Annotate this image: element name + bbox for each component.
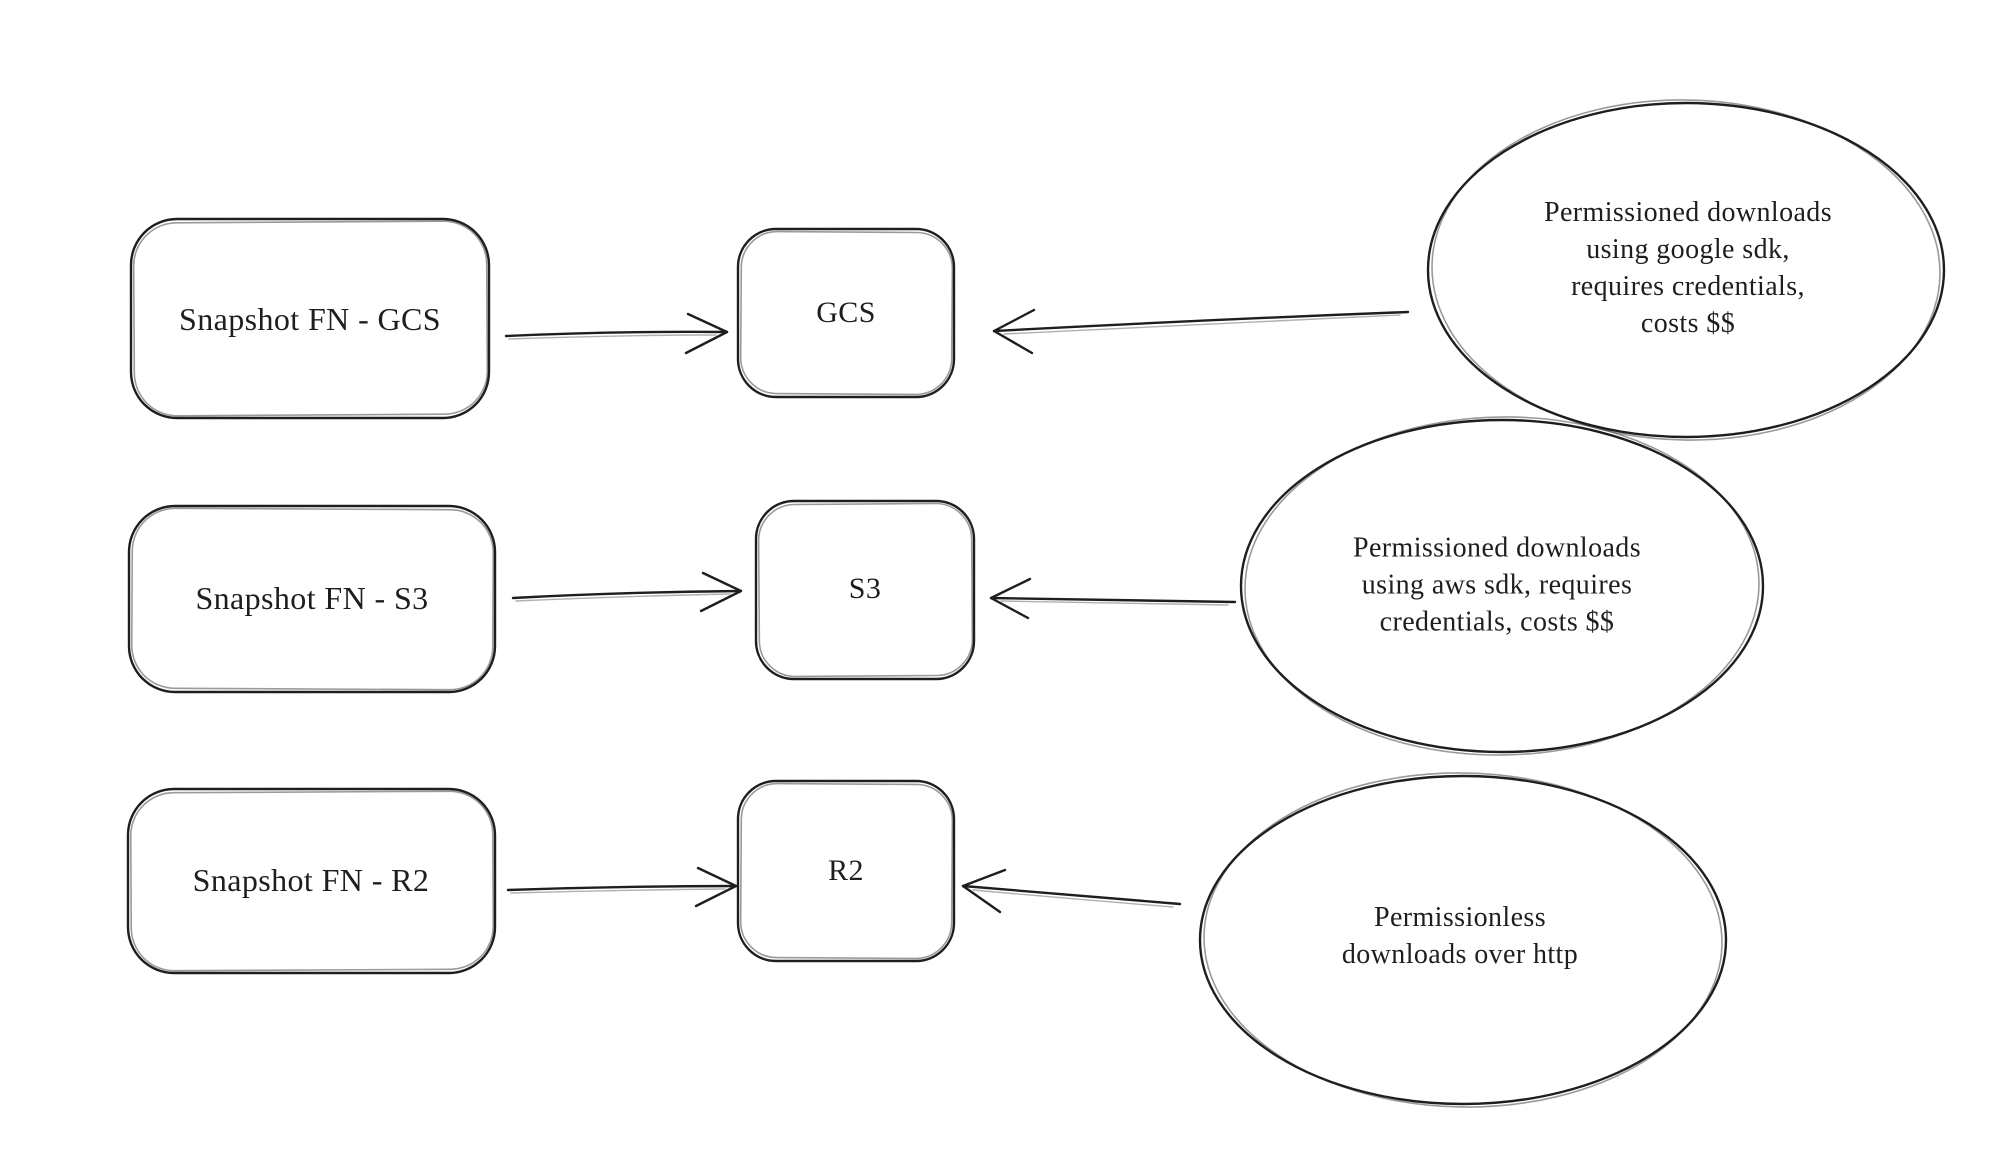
arrow-note-to-r2 (961, 868, 1182, 914)
storage-label-gcs: GCS (816, 296, 876, 329)
arrow-source-to-r2 (506, 866, 738, 908)
source-box-r2 (126, 787, 497, 975)
storage-label-r2: R2 (828, 854, 864, 887)
storage-box-s3 (754, 499, 976, 681)
storage-box-gcs (736, 227, 956, 399)
storage-label-s3: S3 (848, 572, 882, 605)
source-box-gcs (129, 217, 491, 420)
source-box-s3 (127, 504, 497, 694)
note-ellipse-r2 (1198, 772, 1728, 1108)
source-label-s3: Snapshot FN - S3 (195, 579, 429, 616)
storage-box-r2 (736, 779, 956, 963)
source-label-r2: Snapshot FN - R2 (192, 861, 430, 898)
arrow-source-to-gcs (504, 312, 729, 355)
arrow-note-to-gcs (992, 308, 1410, 355)
note-text-s3: Permissioned downloads using aws sdk, re… (1352, 532, 1642, 638)
arrow-note-to-s3 (989, 577, 1237, 620)
note-text-r2: Permissionless downloads over http (1341, 902, 1579, 970)
note-ellipse-s3 (1239, 416, 1765, 756)
arrow-source-to-s3 (511, 571, 743, 613)
source-label-gcs: Snapshot FN - GCS (179, 300, 441, 337)
note-ellipse-gcs (1426, 99, 1946, 441)
note-text-gcs: Permissioned downloads using google sdk,… (1543, 197, 1833, 339)
